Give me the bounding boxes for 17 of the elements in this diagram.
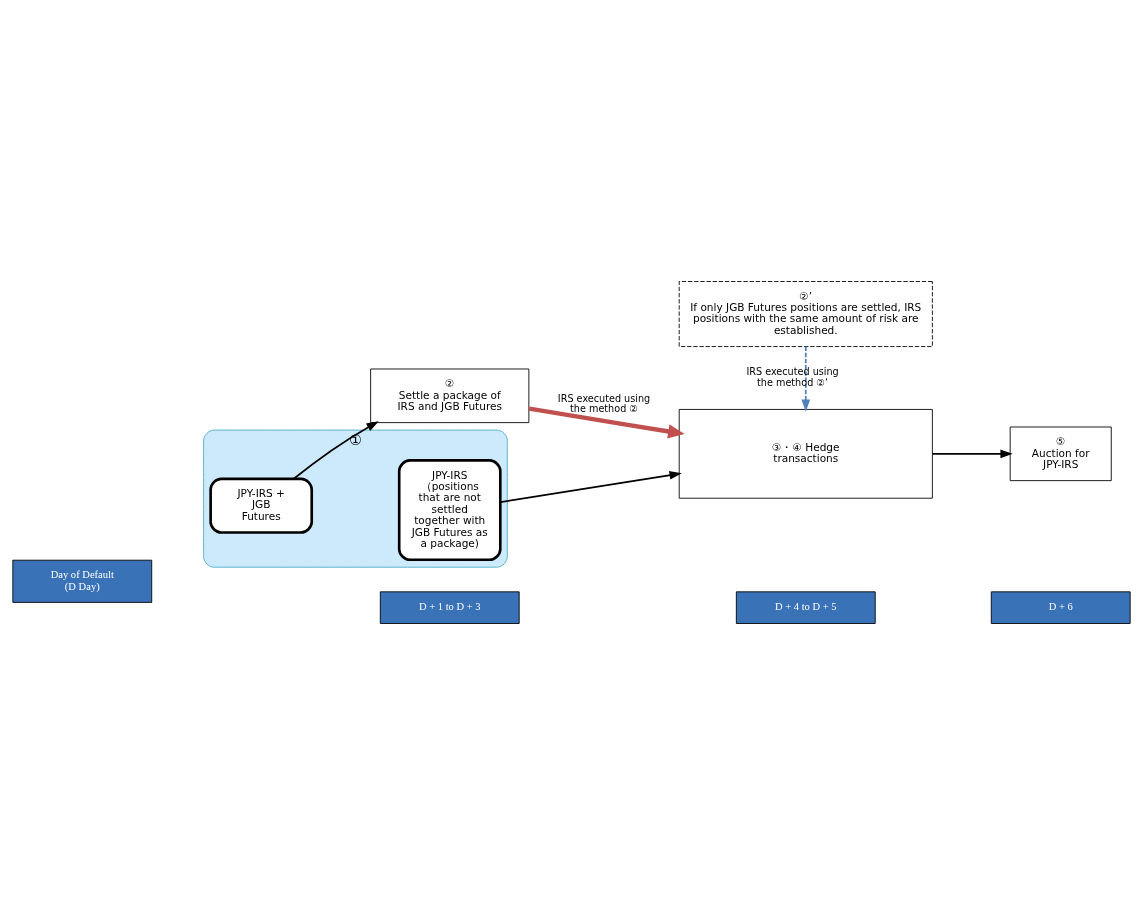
node-box: ⑤ Auction for JPY-IRS (1009, 426, 1112, 481)
arrow (528, 406, 685, 439)
node-box: JPY-IRS + JGB Futures (209, 477, 314, 534)
node-box: JPY-IRS （positions that are not settled together with JGB Futures as a package) (397, 458, 502, 561)
node-box: ③・④ Hedge transactions (678, 408, 933, 499)
node-box: D + 6 (990, 590, 1131, 624)
node-box: ②’ If only JGB Futures positions are settled, IRS positions with the same amount of risk are established. (678, 280, 933, 347)
arrow (499, 470, 682, 503)
edge-label: IRS executed using the method ②‘ (746, 365, 839, 388)
arrow (292, 420, 379, 480)
arrow (931, 449, 1013, 458)
arrow (801, 345, 811, 412)
node-box: Day of Default (D Day) (12, 559, 153, 603)
edge-label: IRS executed using the method ② (557, 392, 651, 414)
node-box: D + 1 to D + 3 (379, 590, 520, 624)
node-box: ② Settle a package of IRS and JGB Futures (370, 368, 530, 423)
node-box: D + 4 to D + 5 (735, 590, 876, 624)
